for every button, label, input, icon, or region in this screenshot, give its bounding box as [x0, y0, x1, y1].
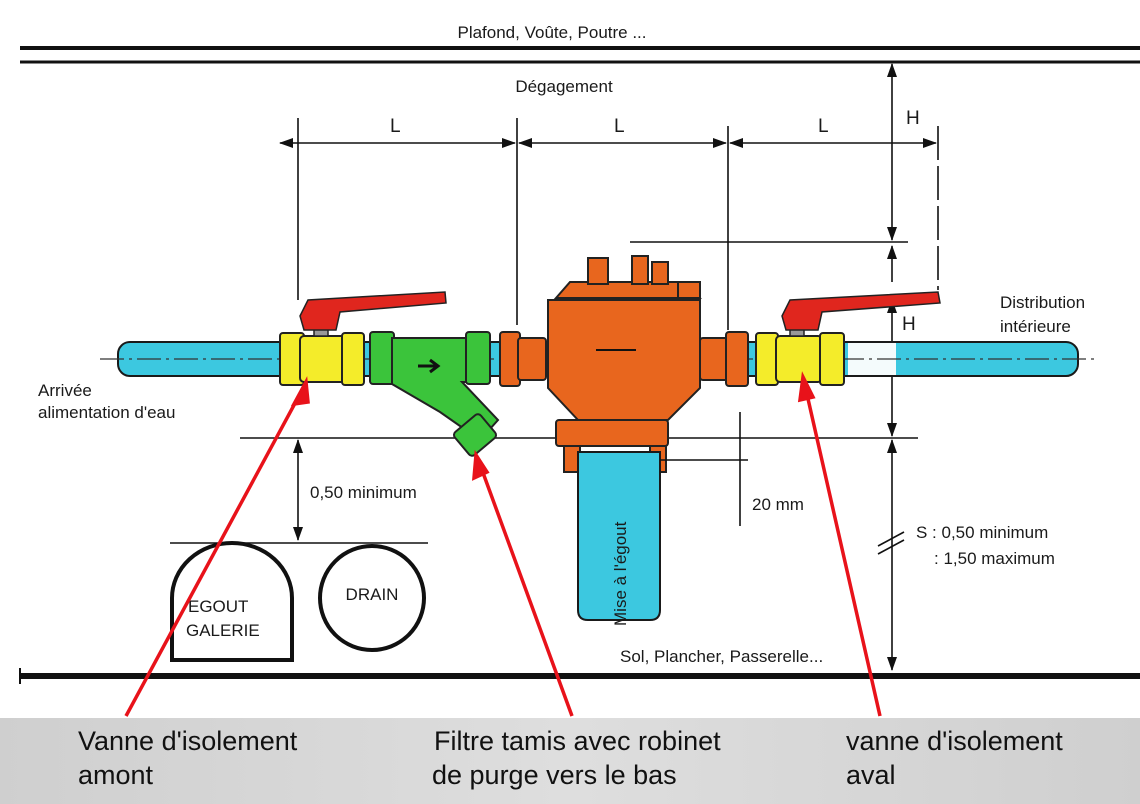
outlet-label-line2: intérieure — [1000, 317, 1071, 336]
caption-strainer-line2: de purge vers le bas — [432, 760, 677, 790]
caption-downstream-line1: vanne d'isolement — [846, 726, 1063, 756]
floor-structure — [19, 668, 1140, 684]
backflow-disconnector — [499, 255, 749, 473]
s-range-line2: : 1,50 maximum — [934, 549, 1055, 568]
sewer-gap-dimension — [170, 439, 428, 544]
min-distance-label: 0,50 minimum — [310, 483, 417, 502]
caption-band — [0, 718, 1140, 804]
inlet-label-line2: alimentation d'eau — [38, 403, 175, 422]
caption-strainer-line1: Filtre tamis avec robinet — [434, 726, 721, 756]
pointer-lines — [124, 371, 882, 717]
floor-label: Sol, Plancher, Passerelle... — [620, 647, 823, 666]
height-label-top: H — [906, 108, 920, 129]
sewer-label-line2: GALERIE — [186, 621, 260, 640]
downstream-isolation-valve — [755, 291, 941, 386]
sewer-discharge-label: Mise à l'égout — [611, 521, 630, 626]
length-label-2: L — [614, 116, 625, 137]
caption-upstream-line2: amont — [78, 760, 154, 790]
sewer-discharge-pipe — [577, 412, 748, 621]
length-dimensions — [279, 118, 939, 330]
ceiling-structure — [20, 46, 1140, 64]
sewer-label-line1: EGOUT — [188, 597, 248, 616]
ceiling-label: Plafond, Voûte, Poutre ... — [457, 23, 646, 42]
drain-gap-label: 20 mm — [752, 495, 804, 514]
caption-downstream-line2: aval — [846, 760, 896, 790]
caption-upstream-line1: Vanne d'isolement — [78, 726, 298, 756]
drain-pipe-section — [318, 544, 426, 652]
upstream-isolation-valve — [279, 291, 447, 386]
length-label-1: L — [390, 116, 401, 137]
height-label-mid: H — [902, 314, 916, 335]
inlet-label-line1: Arrivée — [38, 381, 92, 400]
length-label-3: L — [818, 116, 829, 137]
outlet-label-line1: Distribution — [1000, 293, 1085, 312]
drain-label: DRAIN — [346, 585, 399, 604]
strainer-filter — [369, 331, 500, 457]
clearance-label: Dégagement — [515, 77, 613, 96]
s-range-line1: S : 0,50 minimum — [916, 523, 1048, 542]
